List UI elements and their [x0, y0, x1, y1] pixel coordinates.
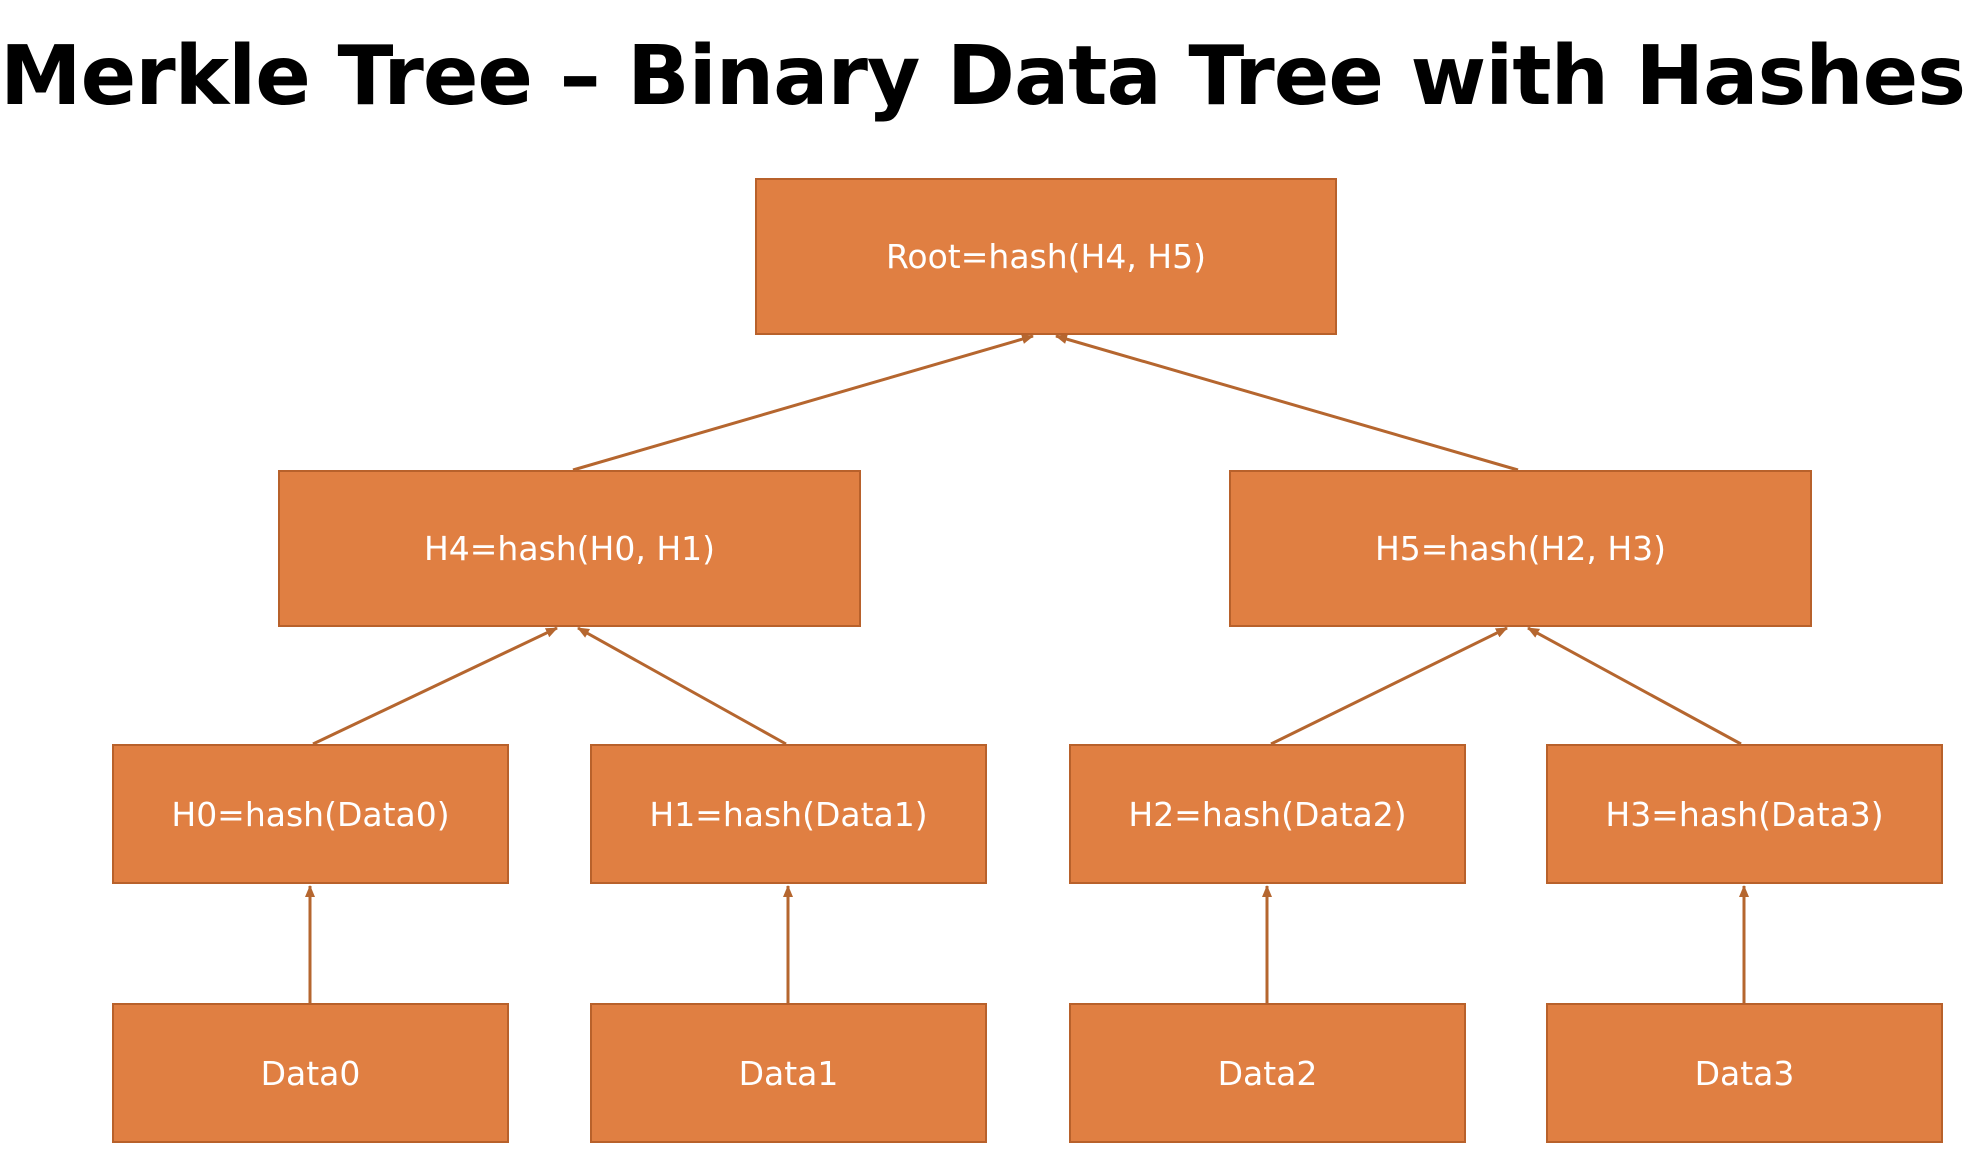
- data1-node: Data1: [590, 1003, 987, 1143]
- data0-node: Data0: [112, 1003, 509, 1143]
- h1-hash-label: H1=hash(Data1): [649, 794, 928, 834]
- edge-h3-to-h5: [1527, 626, 1742, 746]
- data2-node: Data2: [1069, 1003, 1466, 1143]
- data1-label: Data1: [738, 1053, 839, 1093]
- edge-h1-to-h4: [577, 626, 787, 746]
- data3-node: Data3: [1546, 1003, 1943, 1143]
- edge-h2-to-h5: [1270, 626, 1508, 746]
- h5-hash-node: H5=hash(H2, H3): [1229, 470, 1812, 627]
- h3-hash-node: H3=hash(Data3): [1546, 744, 1943, 884]
- root-hash-node: Root=hash(H4, H5): [755, 178, 1337, 335]
- h2-hash-label: H2=hash(Data2): [1128, 794, 1407, 834]
- root-hash-label: Root=hash(H4, H5): [885, 237, 1206, 276]
- diagram-title: Merkle Tree – Binary Data Tree with Hash…: [0, 29, 1966, 124]
- edge-h0-to-h4: [312, 626, 558, 746]
- data0-label: Data0: [260, 1053, 361, 1093]
- h4-hash-node: H4=hash(H0, H1): [278, 470, 861, 627]
- data3-label: Data3: [1694, 1053, 1795, 1093]
- h4-hash-label: H4=hash(H0, H1): [423, 529, 716, 568]
- h2-hash-node: H2=hash(Data2): [1069, 744, 1466, 884]
- h5-hash-label: H5=hash(H2, H3): [1374, 529, 1667, 568]
- data2-label: Data2: [1217, 1053, 1318, 1093]
- edge-h5-to-root: [1055, 334, 1519, 472]
- h1-hash-node: H1=hash(Data1): [590, 744, 987, 884]
- edge-h4-to-root: [572, 334, 1034, 472]
- h0-hash-node: H0=hash(Data0): [112, 744, 509, 884]
- h0-hash-label: H0=hash(Data0): [171, 794, 450, 834]
- h3-hash-label: H3=hash(Data3): [1605, 794, 1884, 834]
